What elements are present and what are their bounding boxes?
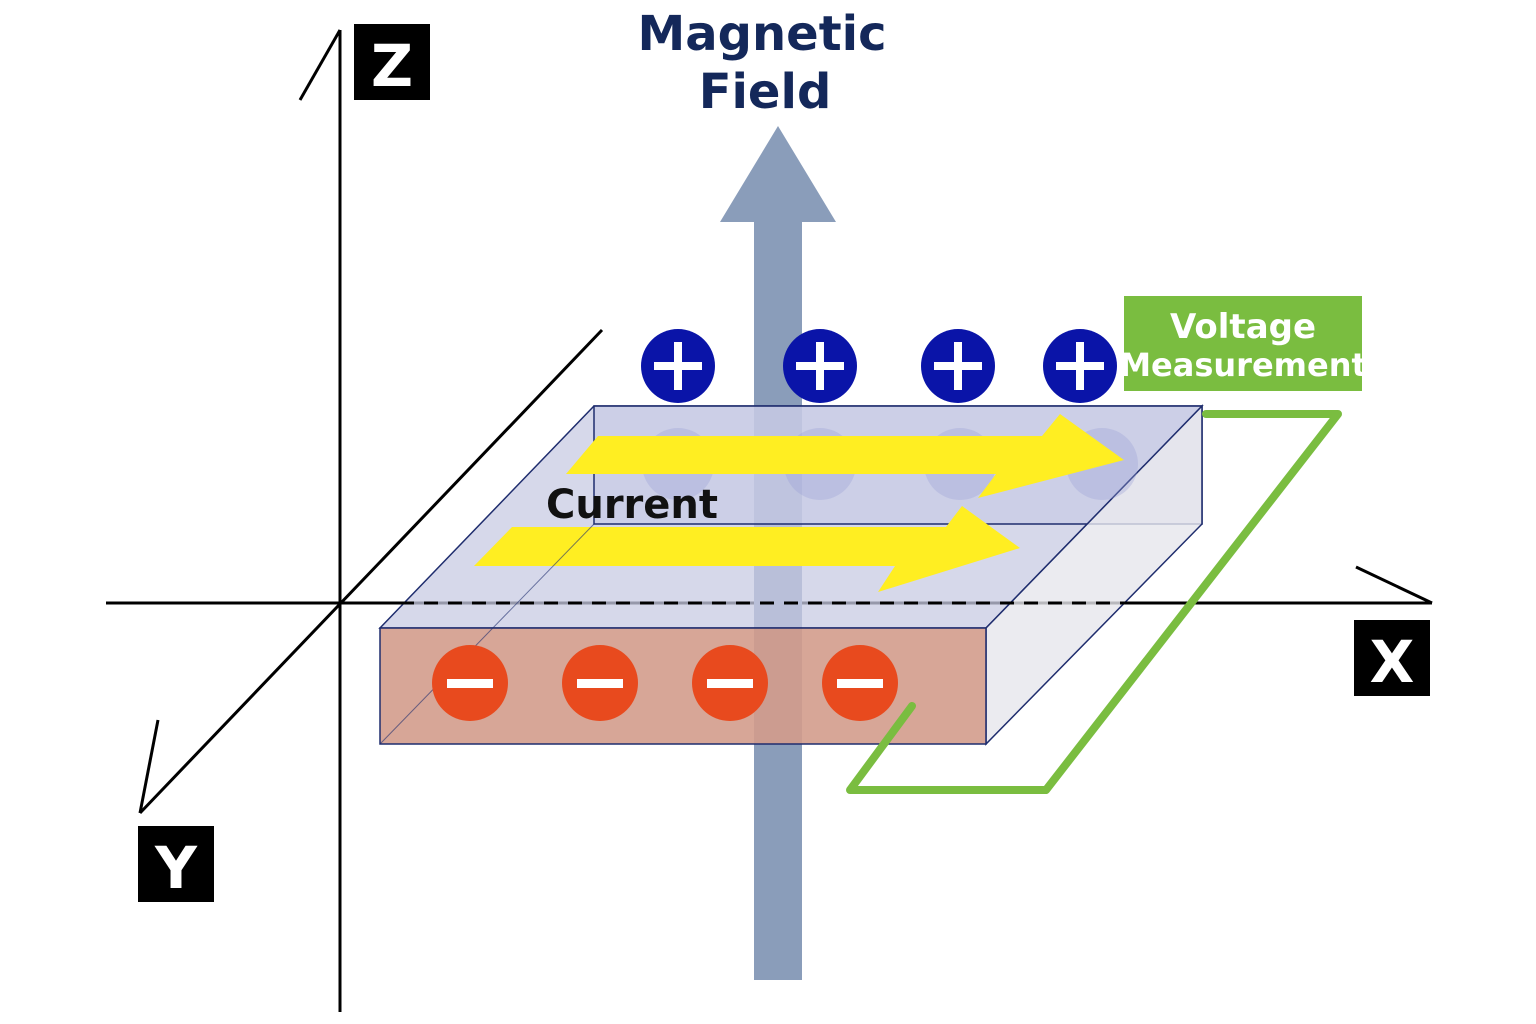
y-axis-label: Y (154, 834, 198, 902)
y-axis-line (138, 328, 604, 815)
current-arrow-back (566, 414, 1124, 498)
negative-charge-icon (432, 645, 508, 721)
negative-charge-icon (562, 645, 638, 721)
y-axis-tick (138, 719, 160, 814)
z-axis-label: Z (371, 32, 413, 100)
positive-charge-icon (783, 329, 857, 403)
title-line2: Field (699, 64, 832, 120)
positive-charge-icon (641, 329, 715, 403)
slab-inner-edge (379, 523, 595, 745)
voltage-measurement-box: Voltage Measurement (1119, 296, 1367, 391)
positive-charge-icon (921, 329, 995, 403)
negative-charges (432, 645, 898, 721)
negative-charge-icon (822, 645, 898, 721)
positive-charges (641, 329, 1117, 403)
field-arrow-head (720, 126, 836, 222)
positive-charge-icon (1043, 329, 1117, 403)
z-axis-label-box: Z (354, 24, 430, 100)
voltage-label-line1: Voltage (1170, 307, 1316, 347)
title-line1: Magnetic (637, 6, 886, 62)
magnetic-field-title: Magnetic Field (637, 6, 886, 120)
voltage-wire (846, 410, 1342, 794)
field-arrow-shaft-front (754, 750, 802, 980)
current-arrows (474, 414, 1124, 592)
negative-charge-icon (692, 645, 768, 721)
y-axis-label-box: Y (138, 826, 214, 902)
z-axis-tick (298, 29, 342, 101)
voltage-label-line2: Measurement (1119, 346, 1367, 384)
x-axis-tick (1355, 565, 1433, 605)
x-axis-label-box: X (1354, 620, 1430, 696)
current-arrow-front (474, 506, 1020, 592)
current-label: Current (546, 482, 718, 528)
x-axis-label: X (1370, 628, 1415, 696)
